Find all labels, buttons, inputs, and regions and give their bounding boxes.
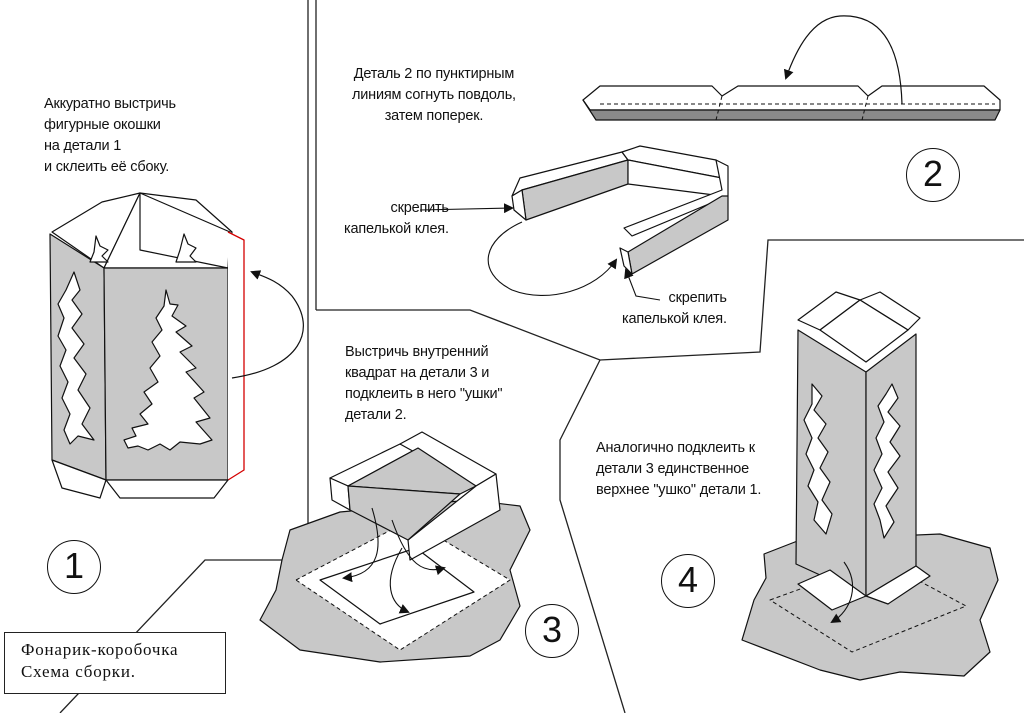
arrow-step1-glue	[231, 270, 304, 379]
divider-step3-4	[559, 359, 626, 713]
arrow-glue-left	[419, 203, 514, 214]
step1-line1: Аккуратно выстричь	[44, 96, 176, 112]
glue-left-line2: капелькой клея.	[344, 221, 449, 237]
tower-top-front-flap	[819, 299, 909, 363]
frame-right-top	[623, 159, 729, 237]
step3-line1: Выстричь внутренний	[345, 344, 489, 360]
step-number-1: 1	[47, 540, 101, 594]
strip-part2	[582, 85, 1001, 121]
bottom-box-right	[865, 565, 931, 605]
lantern-step4	[741, 291, 999, 681]
arrow-step3-b	[391, 519, 446, 576]
tree-cutout-front	[123, 289, 213, 451]
base-part3	[259, 431, 531, 663]
arrow-glue-right	[624, 268, 661, 301]
bottom-flap-front	[105, 479, 229, 499]
step1-instruction: Аккуратно выстричь фигурные окошки на де…	[44, 94, 176, 178]
glue-left-line1: скрепить	[390, 200, 449, 216]
strip-fold-dashes	[600, 95, 995, 121]
arrow-step4	[830, 561, 853, 624]
glue-callout-left: скрепить капелькой клея.	[344, 198, 449, 240]
step4-line3: верхнее "ушко" детали 1.	[596, 482, 762, 498]
step-number-4: 4	[661, 554, 715, 608]
strip-top	[582, 85, 1001, 111]
glue-callout-right: скрепить капелькой клея.	[622, 288, 727, 330]
arrow-step3-c	[389, 547, 410, 614]
strip-side	[582, 99, 1001, 121]
arrow-strip-curl	[783, 15, 903, 105]
step-number-3: 3	[525, 604, 579, 658]
base-sheet-4	[741, 533, 999, 681]
frame-part2	[511, 145, 729, 275]
step4-line1: Аналогично подклеить к	[596, 440, 755, 456]
step4-line2: детали 3 единственное	[596, 461, 750, 477]
arrow-step3-a	[342, 507, 379, 583]
tree-top-back-1	[89, 235, 109, 263]
step3-line2: квадрат на детали 3 и	[345, 365, 490, 381]
divider-middle	[316, 239, 1024, 361]
glue-flap-red	[227, 231, 245, 481]
tree-cutout-4-left	[803, 383, 833, 535]
title-line2: Схема сборки.	[21, 662, 136, 681]
tower-left-face	[795, 329, 867, 597]
tree-cutout-4-right	[873, 383, 901, 539]
glue-right-line2: капелькой клея.	[622, 311, 727, 327]
title-box: Фонарик-коробочка Схема сборки.	[4, 632, 226, 694]
tree-cutout-left	[57, 271, 95, 445]
step2-line2: линиям согнуть повдоль,	[352, 87, 516, 103]
frame-wall-right	[407, 473, 501, 561]
glue-right-line1: скрепить	[668, 290, 727, 306]
frame-wall-front	[347, 485, 461, 541]
bottom-flap-left	[51, 459, 107, 499]
step1-line3: на детали 1	[44, 138, 122, 154]
step3-line3: подклеить в него "ушки"	[345, 386, 503, 402]
frame-right-wall	[627, 195, 729, 275]
title-line1: Фонарик-коробочка	[21, 640, 179, 659]
lantern-box-step1	[49, 192, 245, 499]
step2-line1: Деталь 2 по пунктирным	[353, 66, 515, 82]
step3-instruction: Выстричь внутренний квадрат на детали 3 …	[345, 342, 503, 426]
panel-left	[49, 233, 107, 481]
tree-top-back-2	[175, 233, 197, 263]
step-number-2: 2	[906, 148, 960, 202]
step3-line4: детали 2.	[345, 407, 407, 423]
step1-line4: и склеить её сбоку.	[44, 159, 170, 175]
step4-instruction: Аналогично подклеить к детали 3 единстве…	[596, 438, 761, 501]
step2-line3: затем поперек.	[384, 108, 484, 124]
step1-line2: фигурные окошки	[44, 117, 161, 133]
arrow-loop-left	[487, 221, 618, 296]
step2-instruction: Деталь 2 по пунктирным линиям согнуть по…	[352, 64, 516, 127]
